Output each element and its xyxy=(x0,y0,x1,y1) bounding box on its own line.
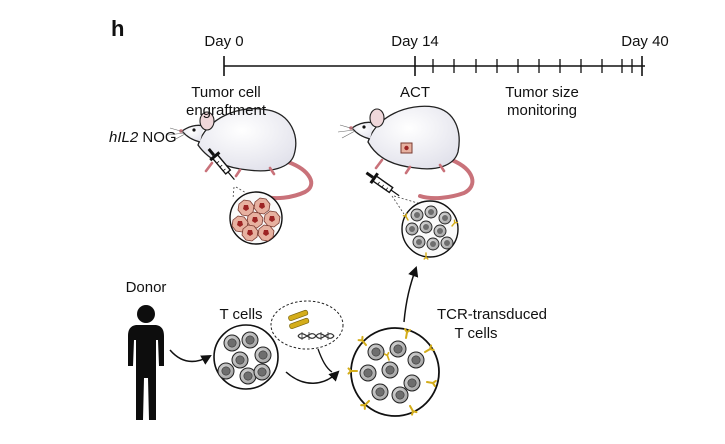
timeline-label-day40: Day 40 xyxy=(621,33,669,50)
engraftment-label-line1: Tumor cell xyxy=(191,84,261,101)
monitoring-label-line1: Tumor size xyxy=(505,84,579,101)
syringe-icon xyxy=(365,171,400,197)
panel-letter: h xyxy=(111,16,125,41)
mouse-strain-label: hIL2 NOG xyxy=(109,129,177,146)
mouse-illustration-engraftment xyxy=(167,108,314,201)
arrow-to-transduction xyxy=(285,370,340,384)
injected-t-cells-magnified xyxy=(401,200,459,260)
timeline-label-day0: Day 0 xyxy=(204,33,244,50)
t-cells-circle xyxy=(213,324,279,390)
tcr-vector-bubble xyxy=(270,300,344,350)
engraftment-label-line2: engraftment xyxy=(185,102,267,119)
donor-silhouette xyxy=(128,305,164,420)
syringe-icon xyxy=(207,148,235,181)
timeline-monitoring-ticks xyxy=(432,59,633,73)
vector-merge-line xyxy=(317,348,333,373)
mouse-illustration-act xyxy=(337,105,475,201)
monitoring-label-line2: monitoring xyxy=(506,102,578,119)
arrow-to-act-mouse xyxy=(403,266,419,323)
timeline-label-day14: Day 14 xyxy=(391,33,439,50)
mouse-strain-name: NOG xyxy=(142,129,177,146)
mouse-strain-gene: hIL2 xyxy=(109,129,139,146)
donor-label: Donor xyxy=(125,279,167,296)
transduced-label-line1: TCR-transduced xyxy=(436,306,548,323)
transduced-label-line2: T cells xyxy=(454,325,498,342)
tumor-cells-magnified xyxy=(229,191,283,245)
timeline xyxy=(223,56,645,76)
transduced-t-cells-circle xyxy=(347,327,440,417)
t-cells-label: T cells xyxy=(219,306,263,323)
act-label: ACT xyxy=(400,84,430,101)
arrow-donor-to-tcells xyxy=(169,349,212,365)
